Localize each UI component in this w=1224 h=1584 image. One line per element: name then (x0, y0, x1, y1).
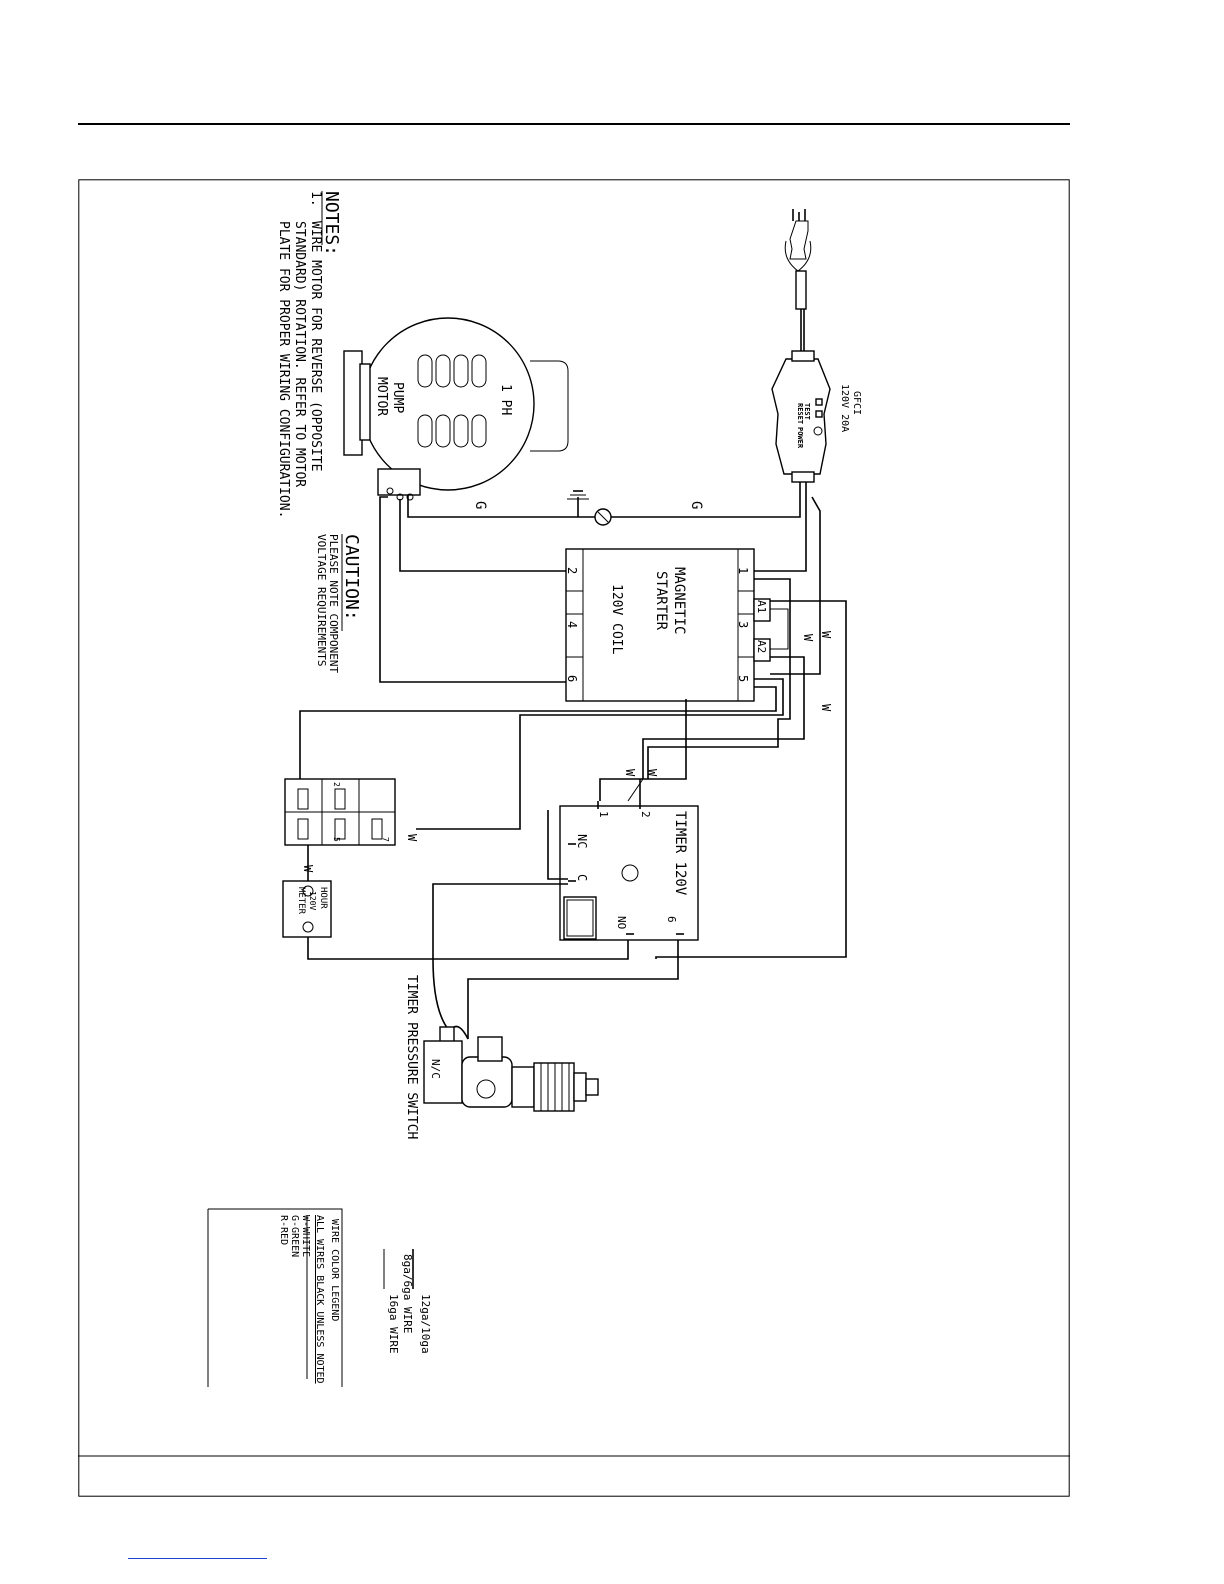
caution-note: CAUTION: PLEASE NOTE COMPONENT VOLTAGE R… (315, 534, 362, 673)
hour-meter-line2: 120V (308, 891, 317, 910)
notes-line-1: WIRE MOTOR FOR REVERSE (OPPOSITE (308, 221, 323, 471)
timer-terminal-no: NO (615, 916, 628, 929)
ground-wire-label-motor: G (472, 501, 488, 509)
terminal-label-5: 5 (332, 837, 341, 842)
color-legend-red: R-RED (278, 1215, 289, 1245)
hour-meter-line1: HOUR (318, 887, 328, 909)
notes-line-3: PLATE FOR PROPER WIRING CONFIGURATION. (276, 221, 291, 518)
color-legend-green: G-GREEN (289, 1215, 300, 1257)
power-plug-icon (784, 209, 812, 359)
white-wire-label-4: W (623, 769, 637, 777)
timer-pressure-switch: N/C (423, 958, 599, 1112)
timer-6-to-pressure (467, 940, 679, 1039)
white-wire-a1 (655, 600, 847, 959)
starter-terminal-2: 2 (565, 567, 579, 574)
starter-terminal-4: 4 (565, 621, 579, 628)
magnetic-starter: MAGNETIC STARTER 120V COIL 1 A1 3 A2 5 2… (565, 548, 771, 702)
hour-meter: HOUR 120V METER (282, 880, 332, 938)
gfci-rating: 120V 20A (839, 384, 850, 432)
starter-terminal-5: 5 (736, 675, 750, 682)
timer-no-to-hour-meter (307, 924, 629, 960)
supply-wire-neutral (770, 496, 821, 675)
color-legend-subtitle: ALL WIRES BLACK UNLESS NOTED (314, 1215, 325, 1384)
gfci-test-indicator (815, 410, 823, 418)
motor-label-motor: MOTOR (374, 377, 389, 416)
ground-icon (567, 490, 612, 526)
caution-line-1: PLEASE NOTE COMPONENT (327, 534, 340, 673)
timer-title: TIMER 120V (672, 811, 688, 896)
terminal-label-2: 2 (332, 782, 341, 787)
notes-item-number: 1. (308, 191, 323, 207)
gauge-entry-1: 12ga/10ga (419, 1294, 432, 1354)
gfci-reset-indicator (815, 398, 823, 406)
wire-color-legend: WIRE COLOR LEGEND ALL WIRES BLACK UNLESS… (207, 1208, 343, 1387)
wire-starter-to-terminal-block (299, 686, 777, 779)
starter-title-1: MAGNETIC (671, 567, 687, 634)
timer-terminal-2: 2 (639, 811, 652, 818)
gfci-power-label: POWER (796, 427, 804, 449)
motor-label-phase: 1 PH (498, 384, 513, 415)
wire-starter-1-to-timer (647, 578, 791, 779)
pressure-switch-contact: N/C (429, 1059, 442, 1079)
gfci-test-label: TEST (803, 403, 811, 420)
motor-wire-t6 (379, 496, 568, 683)
motor-terminal-box (377, 468, 421, 496)
motor-wire-t2 (399, 499, 568, 572)
gauge-entry-2: 8ga/6ga WIRE (401, 1254, 414, 1333)
starter-terminal-3: 3 (736, 621, 750, 628)
gauge-entry-3: 16ga WIRE (387, 1294, 400, 1354)
coil-jumper (770, 608, 789, 650)
motor-label-pump: PUMP (390, 382, 405, 413)
ground-wire-supply (611, 491, 801, 518)
gfci-reset-label: RESET (796, 403, 804, 424)
starter-coil-label: 120V COIL (609, 584, 624, 655)
timer: TIMER 120V 1 2 NC C NO 6 (559, 801, 699, 941)
timer-terminal-nc: NC (575, 834, 589, 848)
starter-terminal-1: 1 (736, 567, 750, 574)
caution-line-2: VOLTAGE REQUIREMENTS (315, 534, 328, 666)
white-wire-a2 (642, 656, 805, 779)
starter-title-2: STARTER (653, 571, 669, 631)
terminal-label-7: 7 (381, 837, 390, 842)
color-legend-white: W-WHITE (300, 1215, 311, 1257)
gfci-power-light (813, 426, 823, 436)
supply-wire-line (754, 491, 807, 572)
timer-nc-to-c (547, 810, 568, 880)
color-legend-title: WIRE COLOR LEGEND (329, 1219, 340, 1321)
starter-terminal-6: 6 (565, 675, 579, 682)
page-top-rule (78, 123, 1070, 125)
pressure-switch-label: TIMER PRESSURE SWITCH (404, 975, 419, 1139)
timer-terminal-1: 1 (597, 811, 610, 818)
ground-wire-motor (407, 495, 595, 518)
gfci-title: GFCI (851, 391, 862, 415)
white-wire-label-1: W (801, 634, 815, 642)
starter-terminal-a2: A2 (755, 640, 768, 653)
ground-wire-label-supply: G (688, 501, 704, 509)
diagram-border (78, 179, 1070, 1497)
starter-terminal-a1: A1 (755, 600, 768, 613)
timer-c-to-pressure (432, 883, 568, 959)
wire-starter-5-to-block (416, 678, 784, 830)
white-wire-label-6: W (405, 834, 419, 842)
footer-link-underline[interactable] (128, 1558, 267, 1559)
timer-terminal-c: C (575, 874, 589, 881)
caution-heading: CAUTION: (341, 534, 362, 621)
notes-line-2: STANDARD) ROTATION. REFER TO MOTOR (292, 221, 307, 487)
white-wire-label-2: W (819, 631, 833, 639)
terminal-block: 2 5 7 (284, 778, 396, 846)
notes-heading: NOTES: (321, 191, 342, 256)
timer-terminal-6: 6 (665, 916, 678, 923)
white-wire-label-3: W (819, 704, 833, 712)
hour-meter-line3: METER (296, 887, 306, 915)
wiring-diagram: RESET TEST POWER GFCI 120V 20A 1 PH PUMP… (78, 179, 1070, 1497)
notes: NOTES: 1. WIRE MOTOR FOR REVERSE (OPPOSI… (276, 191, 342, 518)
wire-gauge-legend: 12ga/10ga 8ga/6ga WIRE 16ga WIRE (383, 1249, 432, 1354)
pump-motor: 1 PH PUMP MOTOR (343, 317, 569, 501)
white-wire-label-5: W (645, 769, 659, 777)
gfci-device: RESET TEST POWER GFCI 120V 20A (771, 350, 862, 491)
